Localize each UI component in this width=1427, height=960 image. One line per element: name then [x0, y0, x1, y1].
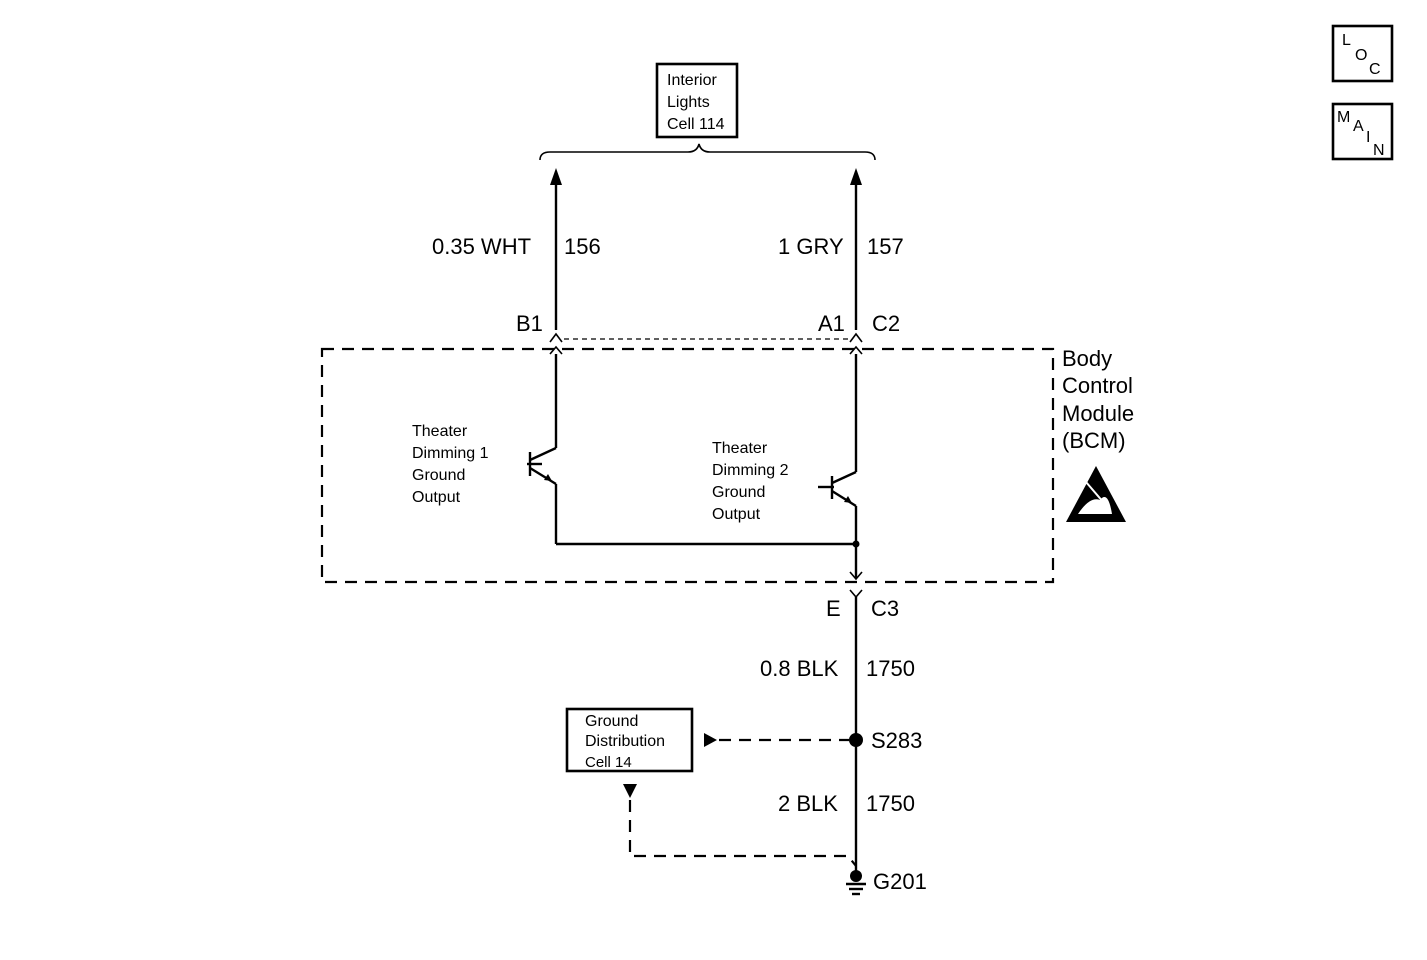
transistor-2-label-line-1: Theater [712, 440, 768, 457]
transistor-2-label-line-2: Dimming 2 [712, 462, 789, 479]
connector-c2-label: C2 [872, 311, 900, 336]
bcm-label-line-1: Body [1062, 346, 1112, 371]
bcm-label-line-3: Module [1062, 401, 1134, 426]
transistor-1-label-line-2: Dimming 1 [412, 445, 489, 462]
ground-symbol-icon [846, 870, 866, 896]
loc-letter-c: C [1369, 61, 1381, 78]
arrow-right-icon [704, 733, 717, 747]
splice-s283 [849, 733, 863, 747]
pin-a1-label: A1 [818, 311, 845, 336]
ground-distribution-line-1: Ground [585, 713, 638, 730]
connector-c3-label: C3 [871, 596, 899, 621]
transistor-2-label-line-4: Output [712, 506, 761, 523]
loc-button[interactable]: L O C [1331, 24, 1394, 83]
transistor-1-label-line-4: Output [412, 489, 461, 506]
ground-distribution-reference[interactable]: Ground Distribution Cell 14 [565, 707, 694, 773]
pin-b1-label: B1 [516, 311, 543, 336]
ground-g201-label: G201 [873, 869, 927, 894]
transistor-1-label-line-1: Theater [412, 423, 468, 440]
main-button[interactable]: M A I N [1331, 102, 1394, 161]
wire-1750-upper-circuit: 1750 [866, 656, 915, 681]
main-letter-m: M [1337, 109, 1350, 126]
splice-s283-label: S283 [871, 728, 922, 753]
ground-reference-line [628, 800, 857, 867]
wire-157-size-color: 1 GRY [778, 234, 844, 259]
arrow-up-icon [550, 168, 562, 185]
transistor-2-label-line-3: Ground [712, 484, 765, 501]
connector-c2 [549, 332, 863, 355]
pin-e-label: E [826, 596, 841, 621]
bcm-label-line-2: Control [1062, 373, 1133, 398]
interior-lights-line-2: Lights [667, 94, 710, 111]
ground-distribution-line-2: Distribution [585, 733, 665, 750]
interior-lights-line-1: Interior [667, 72, 717, 89]
loc-letter-l: L [1342, 32, 1351, 49]
interior-lights-reference[interactable]: Interior Lights Cell 114 [655, 62, 739, 139]
main-letter-n: N [1373, 142, 1385, 159]
main-letter-a: A [1353, 118, 1364, 135]
main-letter-i: I [1366, 129, 1370, 146]
esd-warning-icon [1066, 466, 1126, 522]
loc-letter-o: O [1355, 47, 1367, 64]
wire-1750-upper-size-color: 0.8 BLK [760, 656, 839, 681]
wire-156 [550, 168, 562, 330]
transistor-2 [818, 470, 858, 544]
wire-156-size-color: 0.35 WHT [432, 234, 531, 259]
bcm-label: Body Control Module (BCM) [1062, 346, 1134, 453]
wire-157 [850, 168, 862, 330]
transistor-2-label: Theater Dimming 2 Ground Output [712, 440, 789, 523]
wire-156-circuit: 156 [564, 234, 601, 259]
bcm-label-line-4: (BCM) [1062, 428, 1126, 453]
interior-lights-line-3: Cell 114 [667, 116, 725, 133]
transistor-1 [527, 446, 558, 544]
reference-brace [539, 143, 876, 161]
arrow-down-icon [623, 784, 637, 798]
ground-distribution-line-3: Cell 14 [585, 754, 632, 771]
bcm-boundary [320, 347, 1055, 584]
wire-157-circuit: 157 [867, 234, 904, 259]
transistor-1-label: Theater Dimming 1 Ground Output [412, 423, 489, 506]
wire-1750-lower-size-color: 2 BLK [778, 791, 838, 816]
arrow-up-icon [850, 168, 862, 185]
transistor-1-label-line-3: Ground [412, 467, 465, 484]
wire-1750-lower-circuit: 1750 [866, 791, 915, 816]
